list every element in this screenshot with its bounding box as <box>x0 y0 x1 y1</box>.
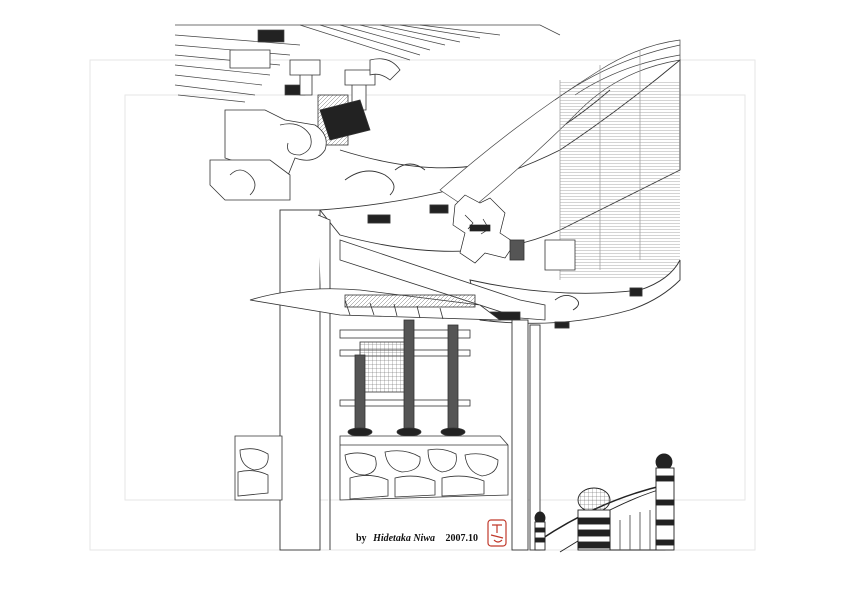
roof-rafters-left <box>174 24 561 103</box>
bracket-sets <box>229 49 401 146</box>
bell-tower <box>249 288 502 437</box>
bridge-railing <box>534 453 675 553</box>
artist-credit: by Hidetaka Niwa 2007.10 <box>356 533 478 544</box>
credit-date: 2007.10 <box>445 533 479 544</box>
credit-by: by <box>356 533 367 544</box>
hanging-bell <box>359 341 406 393</box>
credit-author: Hidetaka Niwa <box>373 533 436 544</box>
red-artist-seal-icon <box>487 519 507 547</box>
cloud-beam-carvings <box>209 109 327 201</box>
curved-roof-right <box>439 39 681 280</box>
faint-frame <box>89 59 756 551</box>
secondary-beam <box>339 239 576 321</box>
stone-base <box>234 435 509 501</box>
